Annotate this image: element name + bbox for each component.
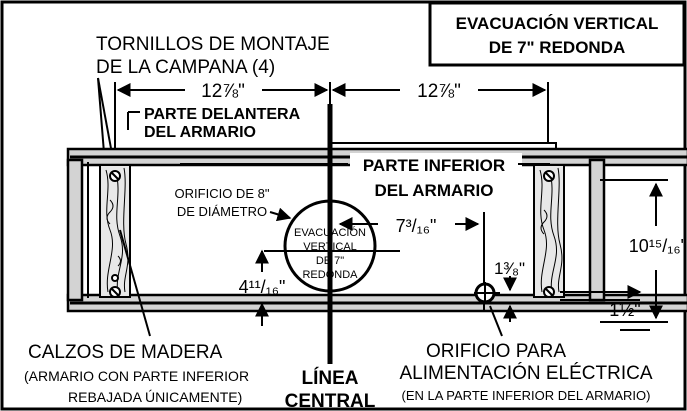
hole8-label-line-1: ORIFICIO DE 8" <box>175 186 270 201</box>
screw-slot <box>544 171 554 181</box>
dim-offset-horizontal: 7³/₁₆" <box>396 216 437 236</box>
left-small-hole-icon <box>111 274 119 282</box>
power-label-line-2: ALIMENTACIÓN ELÉCTRICA <box>399 362 652 384</box>
front-label-line-1: PARTE DELANTERA <box>144 106 301 123</box>
screw-slot <box>110 171 120 181</box>
hole8-leader <box>269 207 292 222</box>
hole8-label-line-2: DE DIÁMETRO <box>177 204 267 219</box>
wood-leader <box>119 229 151 337</box>
bottom-label-bg <box>350 153 522 205</box>
screw-slot <box>544 287 554 297</box>
wood-grain <box>117 255 121 267</box>
dim-depth: 10¹⁵/₁₆" <box>629 236 687 256</box>
title-line-1: EVACUACIÓN VERTICAL <box>456 14 659 33</box>
wood-grain <box>549 171 558 295</box>
wood-grain <box>539 169 548 293</box>
wood-grain <box>105 169 114 293</box>
left-side-post <box>66 158 84 302</box>
wood-label-line-1: CALZOS DE MADERA <box>28 342 223 363</box>
dim-power-height: 1³⁄₈" <box>494 259 525 278</box>
dim-left-width: 12⅞" <box>201 81 245 102</box>
dim-offset-vertical: 4¹¹/₁₆" <box>239 277 286 297</box>
dim-edge: 1½" <box>609 300 640 320</box>
power-label-line-3: (EN LA PARTE INFERIOR DEL ARMARIO) <box>402 388 651 403</box>
title-box <box>428 1 686 67</box>
dim-right-width: 12⅞" <box>417 81 461 102</box>
wood-grain <box>557 167 563 293</box>
screws-label-line-1: TORNILLOS DE MONTAJE <box>96 34 330 55</box>
screw-slot <box>110 287 120 297</box>
power-label-line-1: ORIFICIO PARA <box>426 341 566 362</box>
power-hole-leader <box>489 305 503 337</box>
front-label-line-2: DEL ARMARIO <box>144 124 256 141</box>
bottom-label-line-2: DEL ARMARIO <box>375 181 494 200</box>
center-label-line-2: CENTRAL <box>285 391 376 411</box>
bottom-label-line-1: PARTE INFERIOR <box>363 156 505 175</box>
center-label-line-1: LÍNEA <box>302 367 359 389</box>
screws-label-line-2: DE LA CAMPANA (4) <box>96 57 275 78</box>
wood-grain <box>106 199 114 225</box>
wood-grain <box>540 209 548 235</box>
wood-label-line-3: REBAJADA ÚNICAMENTE) <box>68 389 242 405</box>
wood-label-line-2: (ARMARIO CON PARTE INFERIOR <box>24 368 249 384</box>
title-line-2: DE 7" REDONDA <box>489 38 626 57</box>
wood-grain <box>123 167 129 293</box>
